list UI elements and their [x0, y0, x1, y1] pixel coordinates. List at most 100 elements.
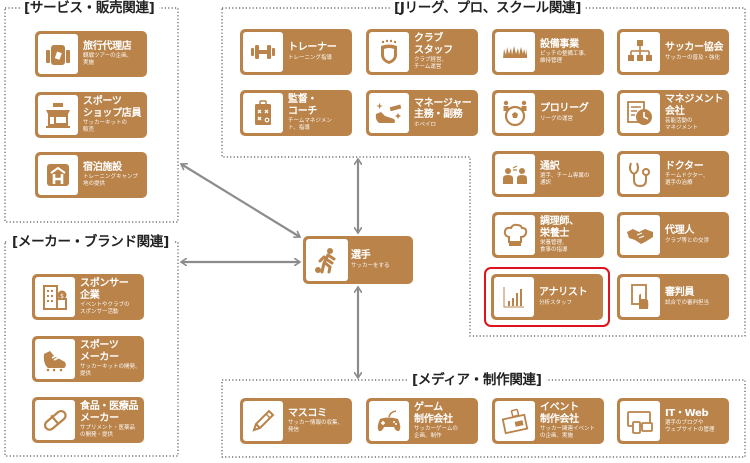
card-event-company[interactable]: イベント 制作会社サッカー関連イベント の企画、実施	[492, 398, 604, 444]
icon-box	[495, 154, 535, 194]
card-subtitle: 分析スタッフ	[539, 299, 573, 306]
card-subtitle: イベントやクラブの スポンサー活動	[80, 302, 130, 315]
icon-box	[35, 339, 75, 379]
card-title: 通訳	[540, 160, 560, 172]
card-subtitle: チームドクター、 選手の治療	[665, 173, 709, 187]
card-facility[interactable]: 設備事業ピッチの整備工事、 維持管理	[492, 29, 604, 75]
card-subtitle: チームマネジメン ト、指導	[288, 118, 332, 131]
chef-hat-icon	[503, 223, 528, 246]
card-subtitle: トレーニングキャンプ 地の提供	[83, 174, 138, 188]
icon-box	[495, 32, 535, 72]
card-subtitle: サッカーの普及・強化	[665, 54, 721, 61]
pencil-icon	[252, 409, 275, 432]
interpreter-icon	[503, 165, 527, 184]
card-title: IT・Web	[665, 407, 709, 419]
card-referee[interactable]: 審判員試合での審判担当	[617, 274, 729, 320]
icon-box	[38, 95, 78, 135]
analyst-highlight	[484, 267, 610, 327]
icon-box	[494, 277, 534, 317]
icon-box	[620, 215, 660, 255]
card-coach[interactable]: 監督・ コーチチームマネジメン ト、指導	[240, 90, 352, 136]
card-game-company[interactable]: ゲーム 制作会社サッカーゲームの 企画、制作	[366, 398, 478, 444]
card-title: サッカー協会	[665, 42, 724, 54]
capsule-icon	[43, 409, 67, 431]
card-agent[interactable]: 代理人クラブ等との交渉	[617, 212, 729, 258]
icon-box	[369, 93, 409, 133]
card-interpreter[interactable]: 通訳選手、チーム専属の 通訳	[492, 151, 604, 197]
card-title: スポーツ メーカー	[80, 340, 119, 363]
card-subtitle: サッカーをする	[351, 262, 390, 269]
card-player[interactable]: 選手サッカーをする	[303, 236, 413, 284]
devices-icon	[627, 411, 653, 434]
card-title: 旅行代理店	[83, 40, 132, 52]
icon-box: $	[35, 277, 75, 317]
card-subtitle: ピッチの整備工事、 維持管理	[540, 51, 590, 65]
soccer-player-icon	[315, 248, 336, 274]
ball-people-icon	[503, 100, 527, 127]
card-subtitle: クラブ等との交渉	[665, 237, 709, 244]
card-trainer[interactable]: トレーナートレーニング指導	[240, 29, 352, 75]
card-manager[interactable]: マネージャー 主務・副務ホペイロ	[366, 90, 478, 136]
card-management-company[interactable]: マネジメント 会社芸能活動の マネジメント	[617, 90, 729, 136]
shop-icon	[46, 103, 70, 128]
card-sports-maker[interactable]: スポーツ メーカーサッカーキットの開発、 提供	[32, 336, 144, 382]
card-subtitle: 芸能活動の マネジメント	[665, 118, 699, 131]
card-title: マネージャー 主務・副務	[414, 97, 472, 121]
frame-maker	[4, 241, 179, 457]
arrow-service	[181, 164, 300, 237]
svg-text:$: $	[60, 293, 64, 300]
frame-service	[4, 7, 179, 223]
card-title: ゲーム 制作会社	[414, 402, 453, 425]
icon-box	[243, 401, 283, 441]
card-subtitle: 栄養管理、 食事の指導	[540, 240, 568, 253]
card-title: クラブ スタッフ	[414, 33, 453, 56]
card-sponsor[interactable]: $ スポンサー 企業イベントやクラブの スポンサー活動	[32, 274, 144, 320]
card-sports-shop[interactable]: スポーツ ショップ店員サッカーキットの 販売	[35, 92, 147, 138]
card-subtitle: トレーニング指導	[288, 54, 333, 61]
card-press[interactable]: マスコミサッカー情報の収集、 発信	[240, 398, 352, 444]
gamepad-icon	[377, 410, 401, 432]
icon-box	[243, 93, 283, 133]
tactics-clipboard-icon	[255, 100, 271, 125]
card-title: マスコミ	[288, 407, 327, 419]
card-doctor[interactable]: ドクターチームドクター、 選手の治療	[617, 151, 729, 197]
card-chef-nutritionist[interactable]: 調理師、 栄養士栄養管理、 食事の指導	[492, 212, 604, 258]
card-subtitle: サッカー情報の収集、 発信	[288, 420, 344, 434]
soccer-cleat-icon	[43, 351, 66, 372]
card-subtitle: サッカー関連イベント の企画、実施	[540, 426, 596, 439]
card-title: トレーナー	[288, 42, 337, 54]
schedule-clock-icon	[627, 101, 652, 125]
icon-box	[243, 32, 283, 72]
card-title: スポーツ ショップ店員	[83, 96, 142, 119]
pass-ticket-icon	[501, 408, 529, 435]
icon-box	[306, 239, 348, 281]
card-analyst[interactable]: アナリスト分析スタッフ	[491, 274, 603, 320]
icon-box	[38, 34, 78, 74]
icon-box	[620, 32, 660, 72]
icon-box	[495, 215, 535, 255]
card-pro-league[interactable]: プロリーグリーグの運営	[492, 90, 604, 136]
card-food-medical-maker[interactable]: 食品・医療品 メーカーサプリメント・医薬品 の開発・提供	[32, 397, 144, 443]
stethoscope-icon	[629, 162, 650, 188]
card-travel-agency[interactable]: 旅行代理店観戦ツアーの企画、 実施	[35, 31, 147, 77]
card-association[interactable]: サッカー協会サッカーの普及・強化	[617, 29, 729, 75]
icon-box	[369, 401, 409, 441]
card-subtitle: サッカーキットの 販売	[83, 120, 128, 133]
card-subtitle: 選手、チーム専属の 通訳	[540, 173, 590, 187]
card-title: プロリーグ	[540, 103, 589, 115]
card-lodging[interactable]: 宿泊施設トレーニングキャンプ 地の提供	[35, 152, 147, 198]
card-subtitle: 試合での審判担当	[665, 299, 710, 306]
card-title: イベント 制作会社	[540, 402, 579, 425]
card-title: 設備事業	[540, 38, 579, 50]
card-title: 監督・ コーチ	[288, 94, 318, 117]
card-club-staff[interactable]: クラブ スタッフクラブ経営、 チーム運営	[366, 29, 478, 75]
bar-chart-icon	[503, 287, 524, 308]
card-subtitle: リーグの運営	[540, 115, 574, 122]
icon-box	[620, 154, 660, 194]
section-title-maker: [メーカー・ブランド関連]	[8, 234, 173, 250]
suitcase-icon	[46, 45, 70, 65]
card-title: 宿泊施設	[83, 161, 122, 173]
icon-box	[620, 401, 660, 441]
